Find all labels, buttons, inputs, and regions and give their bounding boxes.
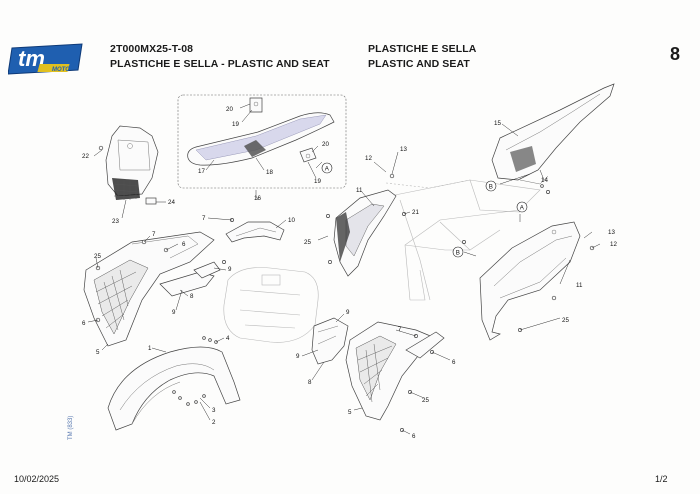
callout-21: 21 <box>412 209 419 216</box>
callout-20-upper: 20 <box>226 106 233 113</box>
left-radiator-shroud <box>83 231 215 347</box>
callout-6-bottom: 6 <box>412 433 416 440</box>
frame-ghost <box>385 179 541 301</box>
seat-group-frame <box>177 94 347 189</box>
callout-14: 14 <box>541 177 548 184</box>
front-fender <box>107 346 241 431</box>
callout-7-center: 7 <box>398 326 402 333</box>
callout-12-right: 12 <box>610 241 617 248</box>
callout-labels: 1 2 3 4 5 5 6 6 6 6 7 7 7 8 8 9 9 9 9 10… <box>82 106 617 440</box>
seat-group <box>177 94 347 189</box>
callout-3: 3 <box>212 407 216 414</box>
leader-lines <box>87 103 601 435</box>
callout-8-left: 8 <box>190 293 194 300</box>
document-title: PLASTICHE E SELLA - PLASTIC AND SEAT <box>110 58 330 70</box>
callout-9-center: 9 <box>296 353 300 360</box>
title-italian: PLASTICHE E SELLA <box>368 43 477 55</box>
callout-16: 16 <box>254 195 261 202</box>
marker-b-frame: B <box>456 249 460 256</box>
callout-4: 4 <box>226 335 230 342</box>
callout-2: 2 <box>212 419 216 426</box>
reference-markers: A A B B <box>321 162 528 258</box>
callout-24: 24 <box>168 199 175 206</box>
callout-15: 15 <box>494 120 501 127</box>
page-indicator: 1/2 <box>655 474 668 484</box>
callout-25-left: 25 <box>94 253 101 260</box>
callout-6-upper: 6 <box>182 241 186 248</box>
callout-13-center: 13 <box>400 146 407 153</box>
callout-9-top: 9 <box>346 309 350 316</box>
callout-11-center: 11 <box>356 187 363 194</box>
callout-11-right: 11 <box>576 282 583 289</box>
hardware <box>95 173 595 432</box>
callout-1: 1 <box>148 345 152 352</box>
side-note: TM (833) <box>68 415 74 440</box>
title-english: PLASTIC AND SEAT <box>368 58 470 70</box>
airbox-cover <box>225 221 285 243</box>
callout-25-lower: 25 <box>422 397 429 404</box>
callout-9-left: 9 <box>172 309 176 316</box>
rear-fender <box>491 83 615 185</box>
callout-8-center: 8 <box>308 379 312 386</box>
right-radiator-shroud <box>345 321 445 421</box>
callout-19-lower: 19 <box>314 178 321 185</box>
left-side-bracket <box>159 261 221 297</box>
callout-5-left: 5 <box>96 349 100 356</box>
right-side-panel-front <box>333 189 397 277</box>
callout-23: 23 <box>112 218 119 225</box>
marker-b-fender: B <box>489 183 493 190</box>
page-number: 8 <box>670 44 681 64</box>
callout-6-center: 6 <box>452 359 456 366</box>
marker-a-rear: A <box>520 204 525 211</box>
callout-25-center: 25 <box>304 239 311 246</box>
front-number-plate <box>98 125 159 205</box>
callout-17: 17 <box>198 168 205 175</box>
callout-9-upper: 9 <box>228 266 232 273</box>
rear-side-panel <box>479 221 581 341</box>
callout-6-left: 6 <box>82 320 86 327</box>
callout-7-left: 7 <box>152 231 156 238</box>
callout-13-right: 13 <box>608 229 615 236</box>
callout-7-upper: 7 <box>202 215 206 222</box>
document-code: 2T000MX25-T-08 <box>110 43 194 55</box>
right-side-bracket <box>311 317 349 365</box>
callout-25-right: 25 <box>562 317 569 324</box>
tm-moto-logo: tm MOTO <box>7 40 88 80</box>
callout-5-center: 5 <box>348 409 352 416</box>
callout-10: 10 <box>288 217 295 224</box>
callout-20-lower: 20 <box>322 141 329 148</box>
document-date: 10/02/2025 <box>14 474 60 484</box>
marker-a-seat: A <box>325 165 330 172</box>
callout-22: 22 <box>82 153 89 160</box>
fuel-tank-ghost <box>223 267 319 343</box>
callout-19-upper: 19 <box>232 121 239 128</box>
callout-18: 18 <box>266 169 273 176</box>
callout-12-center: 12 <box>365 155 372 162</box>
logo-subtext: MOTO <box>52 67 70 73</box>
